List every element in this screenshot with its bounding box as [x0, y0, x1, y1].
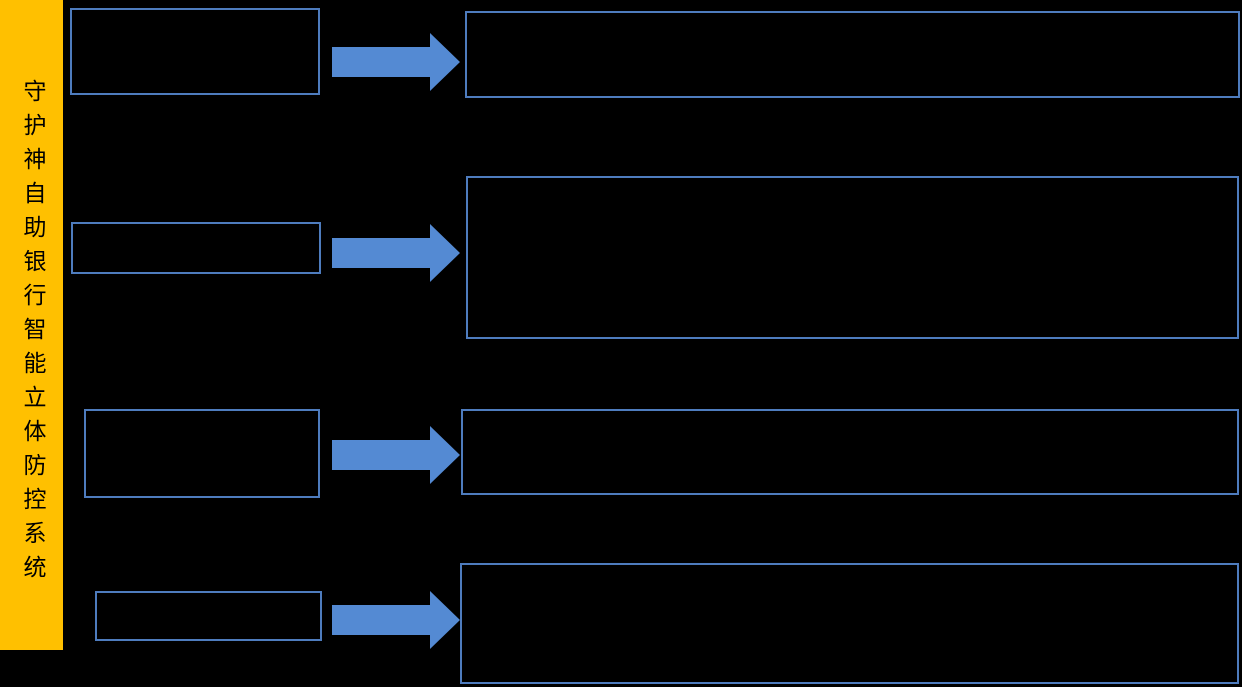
arrow-body: [332, 440, 431, 470]
detail-box-4: [460, 563, 1239, 684]
arrow-head: [430, 426, 460, 484]
system-title-bar: 守护神自助银行智能立体防控系统: [0, 0, 63, 650]
feature-box-4: [95, 591, 322, 641]
arrow-head: [430, 224, 460, 282]
feature-box-2: [71, 222, 321, 274]
feature-box-3: [84, 409, 320, 498]
right-arrow-icon-3: [332, 426, 460, 484]
arrow-body: [332, 47, 431, 77]
right-arrow-icon-4: [332, 591, 460, 649]
arrow-body: [332, 238, 431, 268]
right-arrow-icon-2: [332, 224, 460, 282]
arrow-head: [430, 33, 460, 91]
detail-box-2: [466, 176, 1239, 339]
right-arrow-icon-1: [332, 33, 460, 91]
feature-box-1: [70, 8, 320, 95]
detail-box-3: [461, 409, 1239, 495]
arrow-head: [430, 591, 460, 649]
arrow-body: [332, 605, 431, 635]
system-title: 守护神自助银行智能立体防控系统: [19, 79, 45, 589]
detail-box-1: [465, 11, 1240, 98]
